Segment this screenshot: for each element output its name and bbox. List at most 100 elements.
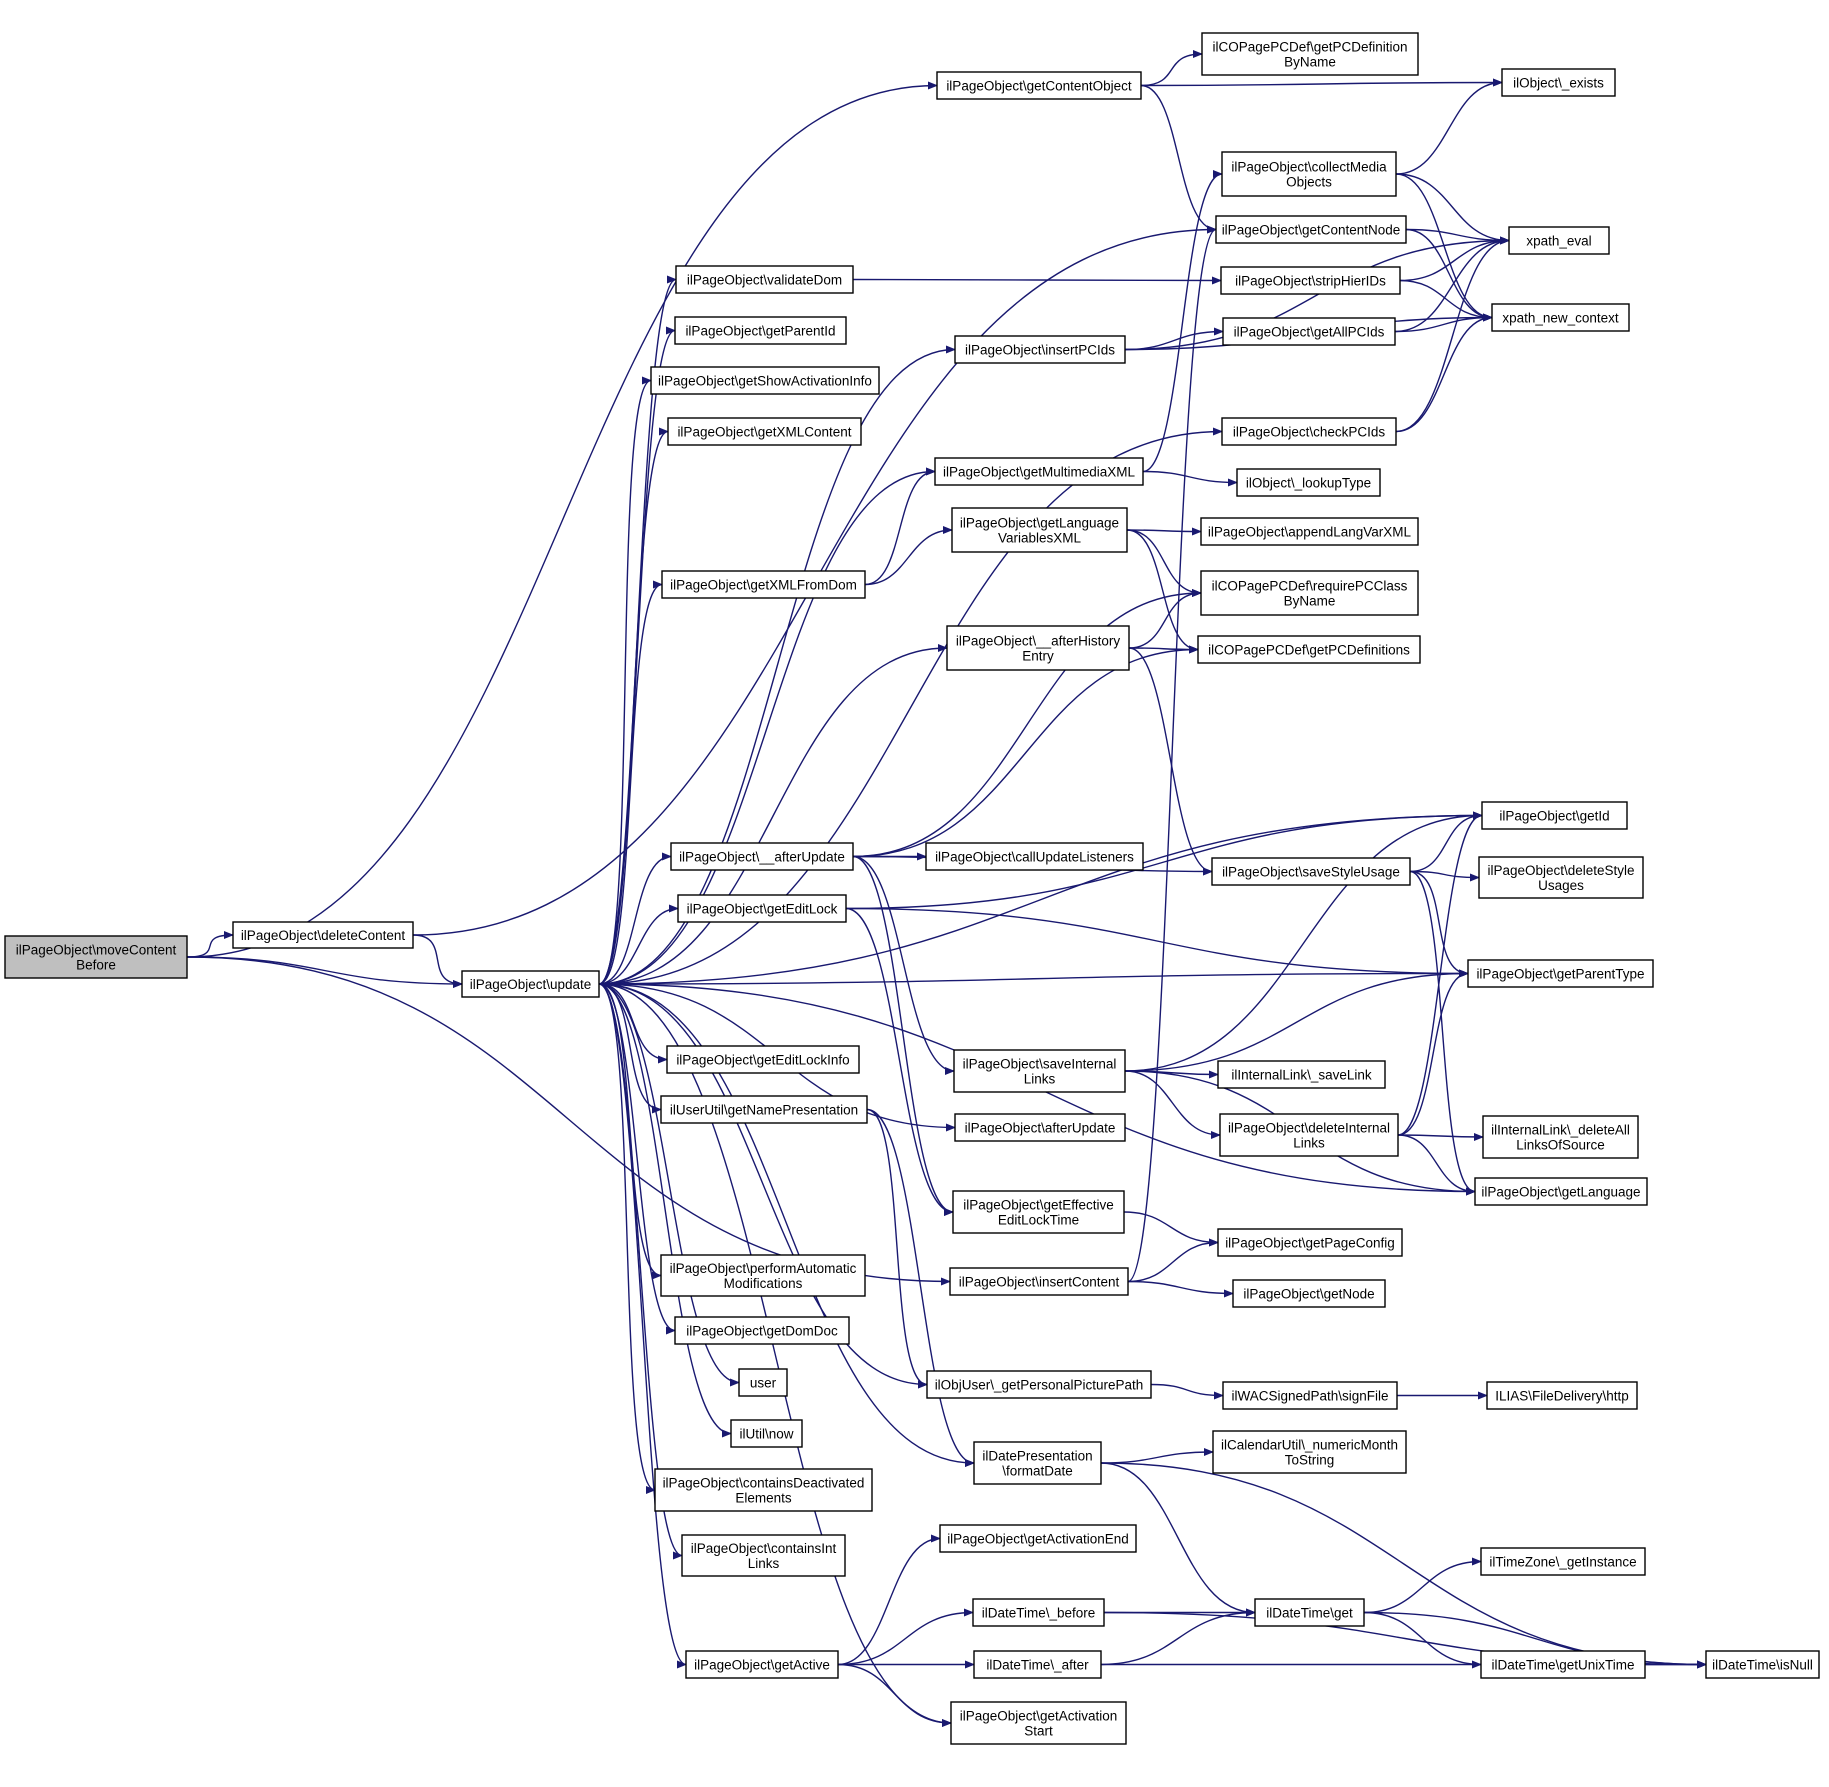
node-get[interactable]: ilDateTime\get (1254, 1598, 1365, 1627)
edge-update-to-formatDate (598, 983, 975, 1467)
node-label: ilPageObject\getParentType (1476, 967, 1644, 982)
node-user[interactable]: user (738, 1368, 788, 1397)
node-label: ilDateTime\get (1266, 1606, 1353, 1621)
edge-getEditLock-to-getEffectiveEditLockTime (845, 907, 954, 1216)
node-getParentId[interactable]: ilPageObject\getParentId (674, 316, 847, 345)
node-appendLangVarXML[interactable]: ilPageObject\appendLangVarXML (1200, 517, 1419, 546)
node-getShowActivationInfo[interactable]: ilPageObject\getShowActivationInfo (650, 366, 880, 395)
edge-update-to-now (598, 983, 732, 1438)
node-http[interactable]: ILIAS\FileDelivery\http (1486, 1381, 1638, 1410)
node-getNode[interactable]: ilPageObject\getNode (1232, 1279, 1386, 1308)
node-getInstance[interactable]: ilTimeZone\_getInstance (1480, 1547, 1646, 1576)
node-label: ilPageObject\deleteInternal (1228, 1121, 1390, 1136)
edge-getPersonalPicturePath-to-signFile (1150, 1383, 1224, 1400)
node-label: ilPageObject\checkPCIds (1233, 425, 1386, 440)
node-exists[interactable]: ilObject\_exists (1501, 68, 1616, 97)
node-after[interactable]: ilDateTime\_after (973, 1650, 1102, 1679)
node-stripHierIDs[interactable]: ilPageObject\stripHierIDs (1220, 266, 1401, 295)
node-getContentNode[interactable]: ilPageObject\getContentNode (1215, 215, 1407, 244)
node-getAllPCIds[interactable]: ilPageObject\getAllPCIds (1222, 317, 1396, 346)
node-getContentObject[interactable]: ilPageObject\getContentObject (936, 71, 1142, 100)
node-getPageConfig[interactable]: ilPageObject\getPageConfig (1217, 1228, 1403, 1257)
node-before[interactable]: ilDateTime\_before (972, 1598, 1105, 1627)
node-insertPCIds[interactable]: ilPageObject\insertPCIds (954, 335, 1126, 364)
node-label: Modifications (724, 1276, 803, 1291)
node-getMultimediaXML[interactable]: ilPageObject\getMultimediaXML (934, 457, 1144, 486)
node-label: ilPageObject\deleteContent (241, 928, 406, 943)
edge-formatDate-to-numericMonthToString (1100, 1448, 1214, 1464)
node-label: Objects (1286, 175, 1332, 190)
node-lookupType[interactable]: ilObject\_lookupType (1236, 468, 1381, 497)
node-signFile[interactable]: ilWACSignedPath\signFile (1222, 1381, 1398, 1410)
edge-afterHistoryEntry-to-requirePCClassByName (1128, 589, 1202, 649)
edge-__afterUpdate-to-getPCDefinitions (852, 645, 1199, 858)
node-getDomDoc[interactable]: ilPageObject\getDomDoc (674, 1316, 850, 1345)
node-label: Links (748, 1556, 780, 1571)
node-getPersonalPicturePath[interactable]: ilObjUser\_getPersonalPicturePath (926, 1370, 1152, 1399)
node-afterUpdate[interactable]: ilPageObject\afterUpdate (954, 1113, 1126, 1142)
node-getEditLock[interactable]: ilPageObject\getEditLock (677, 894, 847, 923)
node-saveStyleUsage[interactable]: ilPageObject\saveStyleUsage (1211, 857, 1411, 886)
node-getPCDefinitions[interactable]: ilCOPagePCDef\getPCDefinitions (1197, 635, 1421, 664)
node-label: ilPageObject\update (470, 977, 592, 992)
node-getActive[interactable]: ilPageObject\getActive (685, 1650, 839, 1679)
node-getXMLFromDom[interactable]: ilPageObject\getXMLFromDom (661, 570, 866, 599)
node-getActivationEnd[interactable]: ilPageObject\getActivationEnd (939, 1524, 1137, 1553)
node-getParentType[interactable]: ilPageObject\getParentType (1467, 959, 1654, 988)
node-xpath_eval[interactable]: xpath_eval (1508, 226, 1610, 255)
node-label: ilPageObject\insertContent (959, 1275, 1120, 1290)
node-getXMLContent[interactable]: ilPageObject\getXMLContent (667, 417, 862, 446)
node-label: ilCOPagePCDef\requirePCClass (1212, 579, 1408, 594)
node-update[interactable]: ilPageObject\update (461, 970, 600, 998)
node-label: ILIAS\FileDelivery\http (1495, 1389, 1629, 1404)
node-performAutomaticModifications[interactable]: ilPageObject\performAutomaticModificatio… (660, 1254, 866, 1297)
node-label: ilPageObject\appendLangVarXML (1208, 525, 1412, 540)
node-getEditLockInfo[interactable]: ilPageObject\getEditLockInfo (666, 1045, 860, 1074)
node-label: ilPageObject\validateDom (687, 273, 842, 288)
node-saveLink[interactable]: ilInternalLink\_saveLink (1217, 1060, 1386, 1089)
node-isNull[interactable]: ilDateTime\isNull (1705, 1650, 1820, 1679)
edge-update-to-getShowActivationInfo (598, 376, 652, 985)
edge-getActive-to-getActivationStart (837, 1663, 952, 1727)
edge-insertContent-to-getContentNode (1127, 225, 1217, 1283)
node-xpath_new_context[interactable]: xpath_new_context (1491, 303, 1630, 332)
edge-update-to-getEditLock (598, 904, 679, 985)
node-validateDom[interactable]: ilPageObject\validateDom (675, 265, 854, 294)
edge-get-to-isNull (1363, 1611, 1707, 1669)
node-label: Before (76, 958, 116, 973)
node-insertContent[interactable]: ilPageObject\insertContent (949, 1267, 1129, 1296)
node-getLanguage[interactable]: ilPageObject\getLanguage (1474, 1177, 1648, 1206)
node-__afterUpdate[interactable]: ilPageObject\__afterUpdate (670, 842, 854, 871)
edge-get-to-getUnixTime (1363, 1611, 1482, 1669)
node-label: ilPageObject\saveInternal (963, 1057, 1117, 1072)
node-getNamePresentation[interactable]: ilUserUtil\getNamePresentation (660, 1095, 868, 1124)
node-now[interactable]: ilUtil\now (730, 1419, 803, 1448)
node-label: Links (1293, 1136, 1325, 1151)
node-deleteContent[interactable]: ilPageObject\deleteContent (232, 921, 414, 949)
edge-getEditLock-to-getId (845, 811, 1483, 910)
node-getId[interactable]: ilPageObject\getId (1481, 801, 1628, 830)
node-checkPCIds[interactable]: ilPageObject\checkPCIds (1221, 417, 1397, 446)
edge-saveStyleUsage-to-getParentType (1409, 870, 1469, 978)
node-formatDate[interactable]: ilDatePresentation\formatDate (973, 1441, 1102, 1485)
edge-collectMediaObjects-to-xpath_eval (1395, 173, 1510, 245)
node-getUnixTime[interactable]: ilDateTime\getUnixTime (1480, 1650, 1646, 1679)
edge-getMultimediaXML-to-collectMediaObjects (1142, 170, 1223, 473)
node-callUpdateListeners[interactable]: ilPageObject\callUpdateListeners (925, 842, 1144, 871)
edge-saveInternalLinks-to-getId (1124, 811, 1483, 1072)
